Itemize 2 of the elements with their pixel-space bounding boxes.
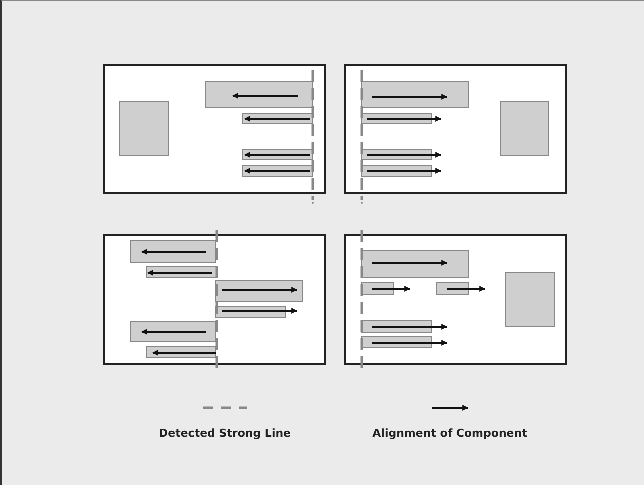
legend-label: Alignment of Component [372,427,528,440]
legend-label: Detected Strong Line [158,427,292,440]
